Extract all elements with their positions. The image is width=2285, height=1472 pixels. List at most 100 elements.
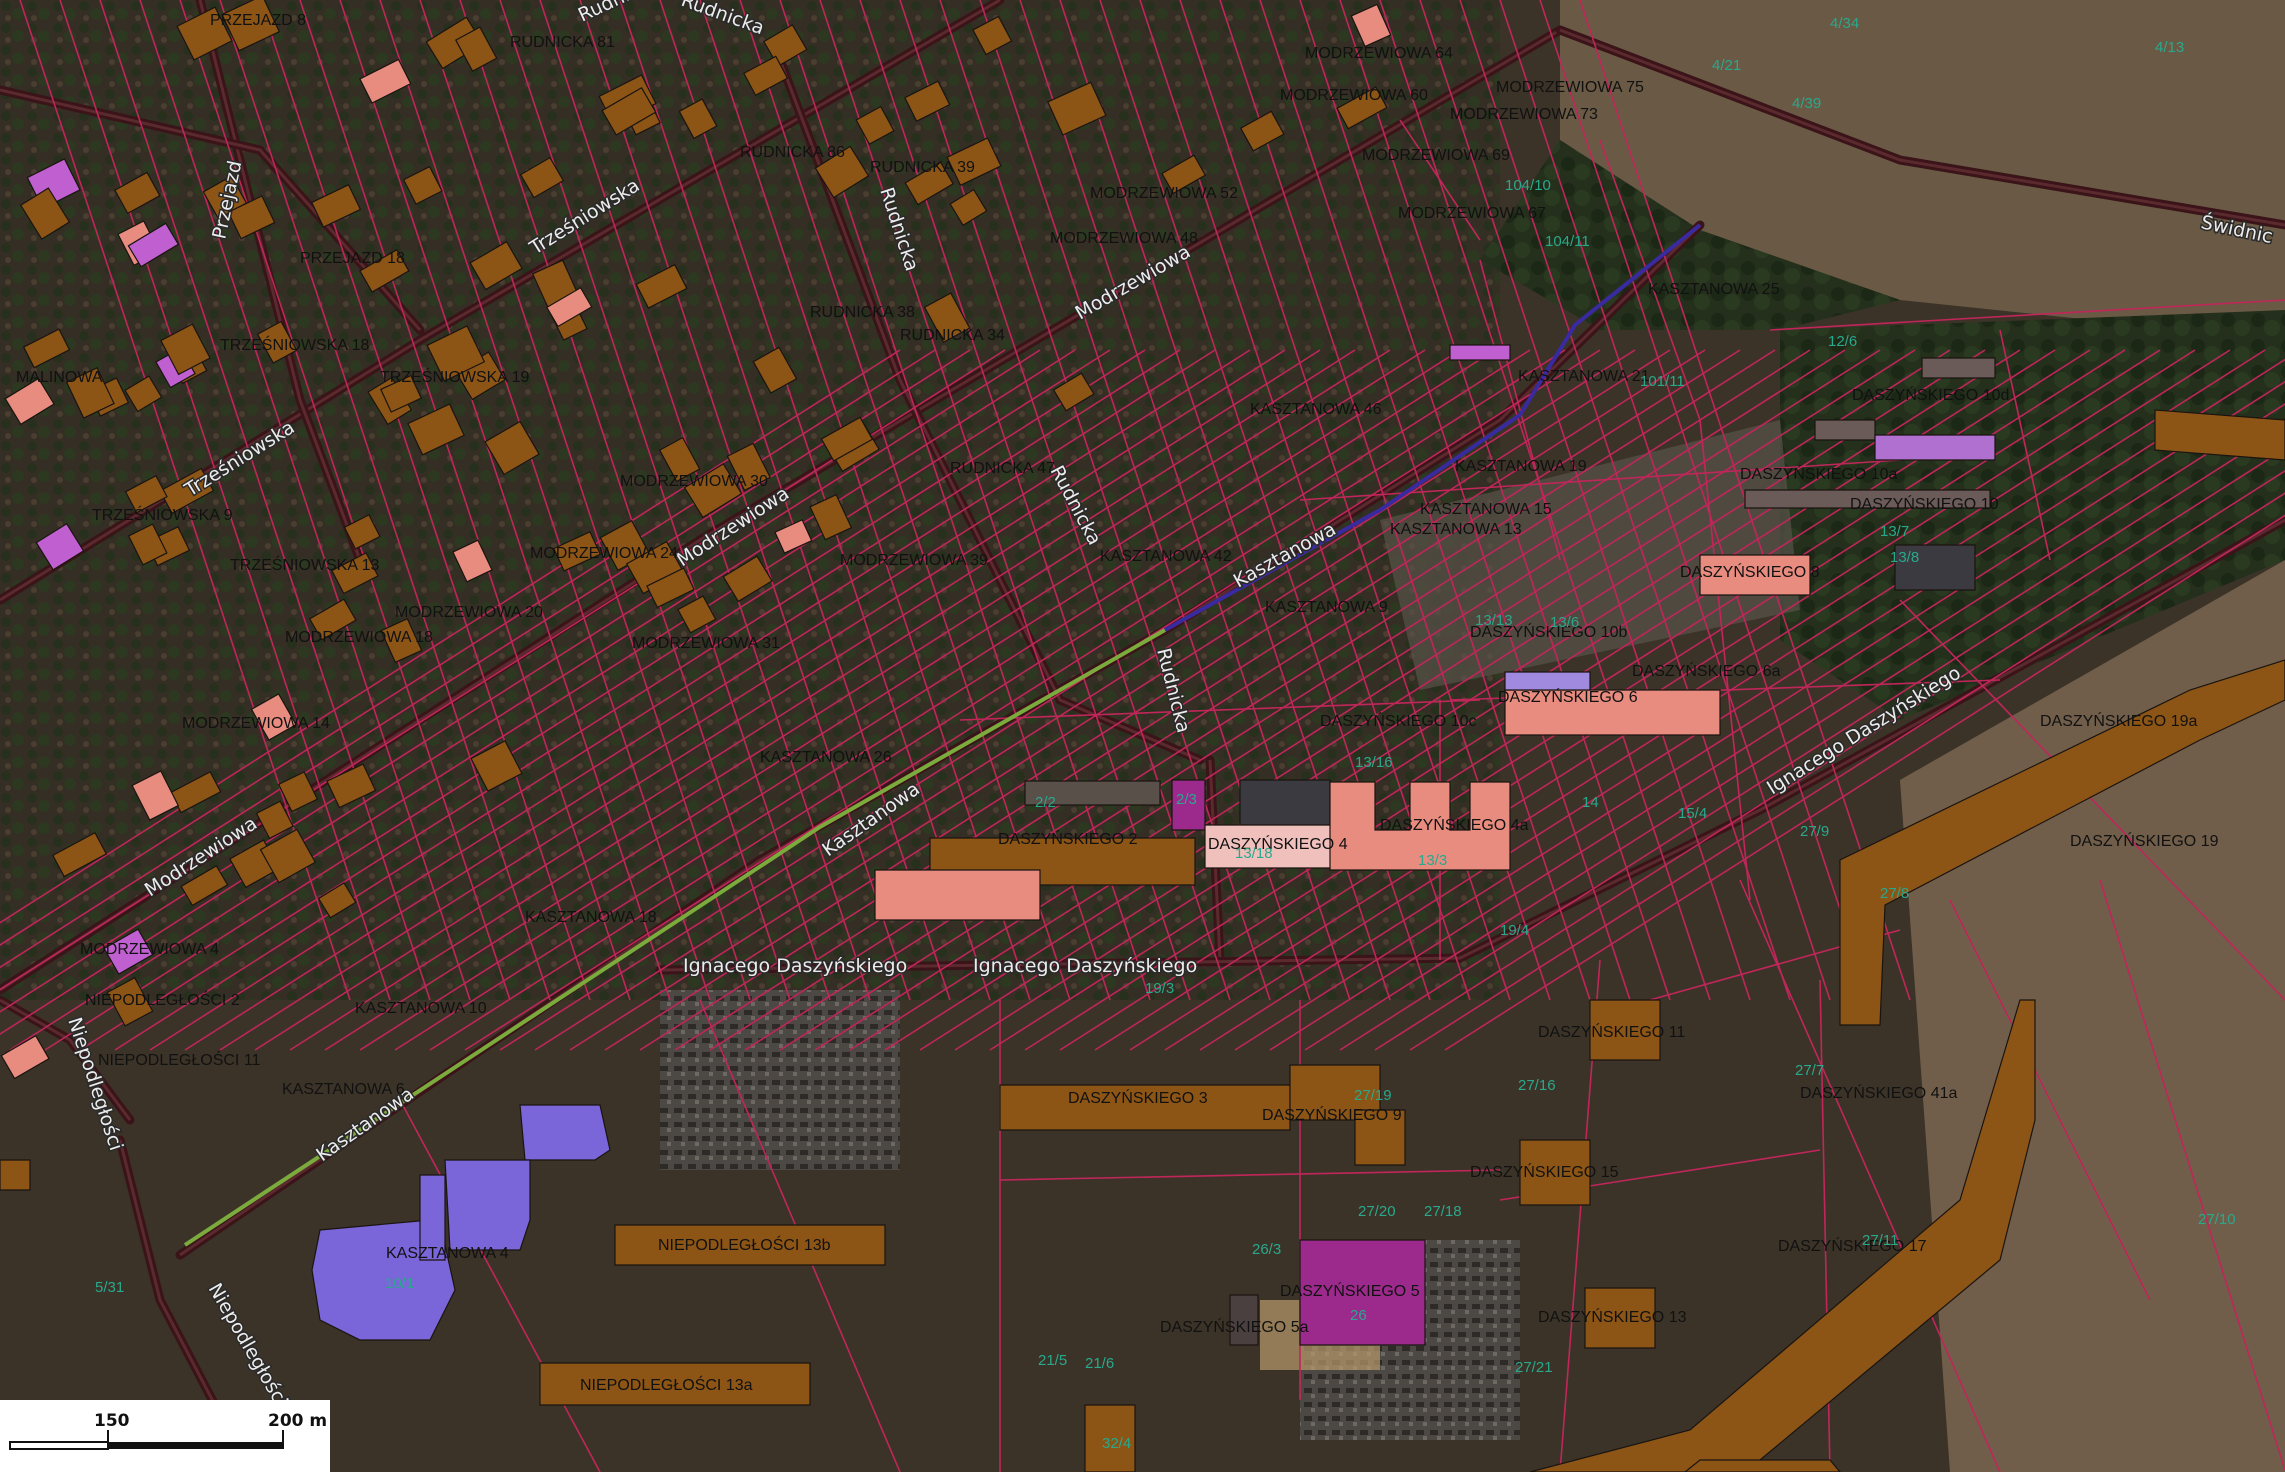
- parcel-label: 4/13: [2155, 39, 2184, 56]
- address-label: DASZYŃSKIEGO 4a: [1380, 815, 1529, 834]
- address-label: TRZEŚNIOWSKA 13: [230, 555, 379, 574]
- parcel-line: [1949, 899, 2151, 1301]
- house: [646, 567, 695, 609]
- parcel-label: 27/11: [1862, 1232, 1898, 1249]
- address-label: MODRZEWIOWA 18: [285, 629, 433, 646]
- parcel-label: 2/3: [1176, 791, 1197, 808]
- road-centerline: [659, 518, 2285, 972]
- parcel-line: [339, 0, 671, 1001]
- address-label: MODRZEWIOWA 31: [632, 635, 780, 652]
- house: [743, 55, 789, 97]
- house: [407, 403, 465, 456]
- parcel-label: 26/3: [1252, 1241, 1281, 1258]
- parcel-line: [849, 349, 1951, 1051]
- parcel-line: [1899, 599, 2285, 1001]
- address-label: MODRZEWIOWA 75: [1496, 79, 1644, 96]
- address-label: TRZEŚNIOWSKA 9: [92, 505, 233, 524]
- address-label: DASZYŃSKIEGO 8: [1680, 562, 1820, 581]
- parcel-line: [394, 349, 1496, 1051]
- address-label: KASZTANOWA 25: [1648, 281, 1780, 298]
- address-label: RUDNICKA 39: [870, 159, 975, 176]
- building-dark-2: [1894, 544, 1976, 591]
- street-label: Ignacego Daszyńskiego: [973, 955, 1197, 977]
- highlighted-routes: [183, 223, 1702, 1247]
- parcel-line: [254, 349, 1356, 1051]
- house: [106, 976, 154, 1027]
- building-south: [1084, 1404, 1136, 1472]
- address-label: DASZYŃSKIEGO 2: [998, 829, 1138, 848]
- house: [635, 263, 688, 309]
- address-label: KASZTANOWA 19: [1455, 458, 1587, 475]
- address-label: DASZYŃSKIEGO 10b: [1470, 622, 1627, 641]
- house: [65, 367, 115, 419]
- house: [678, 98, 718, 140]
- house: [256, 320, 298, 364]
- parcel-line: [859, 0, 1191, 1001]
- parcel-label: 21/5: [1038, 1352, 1067, 1369]
- parcel-label: 13/16: [1355, 754, 1393, 771]
- house: [402, 165, 443, 205]
- parcel-label: 13/8: [1890, 549, 1919, 566]
- address-label: DASZYŃSKIEGO 15: [1470, 1162, 1619, 1181]
- address-label: PRZEJAZD 8: [210, 12, 306, 29]
- house: [855, 105, 895, 145]
- building-small: [1449, 344, 1511, 361]
- parcel-line: [1499, 0, 1831, 1001]
- parcel-label: 27/8: [1880, 885, 1909, 902]
- parcel-line: [0, 349, 1041, 1013]
- house: [923, 292, 971, 344]
- parcel-line: [1299, 459, 1901, 501]
- address-label: KASZTANOWA 15: [1420, 501, 1552, 518]
- parcel-label: 27/19: [1354, 1087, 1392, 1104]
- house: [552, 531, 602, 572]
- address-label: DASZYŃSKIEGO 9: [1262, 1105, 1402, 1124]
- scale-bar-segment: [9, 1441, 109, 1450]
- house: [452, 539, 493, 583]
- building-west: [0, 1159, 31, 1191]
- address-label: KASZTANOWA 6: [282, 1081, 405, 1098]
- house: [131, 770, 180, 821]
- address-label: RUDNICKA 34: [900, 327, 1005, 344]
- address-label: PRZEJAZD 18: [300, 250, 405, 267]
- open-field-northeast: [1560, 0, 2285, 340]
- parcel-line: [819, 0, 1151, 1001]
- parcel-line: [99, 0, 431, 1001]
- house: [904, 161, 955, 206]
- route-blue: [1164, 223, 1702, 632]
- parcel-line: [1379, 0, 1711, 1001]
- address-label: DASZYŃSKIEGO 10c: [1320, 711, 1477, 730]
- house: [454, 26, 498, 73]
- parcel-label: 27/20: [1358, 1203, 1396, 1220]
- house: [0, 1034, 50, 1080]
- parcel-label: 10/1: [385, 1275, 414, 1292]
- address-label: MODRZEWIOWA 24: [530, 545, 678, 562]
- house: [159, 467, 215, 515]
- scale-bar-box: [0, 1400, 330, 1472]
- parcel-line: [1479, 259, 1561, 561]
- house: [722, 555, 773, 603]
- house: [1052, 372, 1095, 412]
- address-label: KASZTANOWA 10: [355, 1000, 487, 1017]
- parcel-label: 13/3: [1418, 852, 1447, 869]
- address-label: DASZYŃSKIEGO 6: [1498, 687, 1638, 706]
- house: [127, 222, 180, 268]
- address-label: KASZTANOWA 9: [1265, 599, 1388, 616]
- building-daszynskiego-3: [999, 1084, 1291, 1131]
- parcel-line: [1999, 329, 2051, 561]
- house: [359, 248, 410, 293]
- address-label: MODRZEWIOWA 48: [1050, 230, 1198, 247]
- parcel-label: 21/6: [1085, 1355, 1114, 1372]
- address-label: MODRZEWIOWA 60: [1280, 87, 1428, 104]
- house: [426, 325, 486, 382]
- parcel-line: [674, 349, 1776, 1051]
- parcel-line: [1539, 0, 1871, 1001]
- parcel-line: [459, 0, 791, 1001]
- building-daszynskiego-10a: [1744, 489, 1991, 509]
- house: [519, 156, 565, 199]
- house: [19, 187, 71, 241]
- house: [22, 328, 71, 369]
- building-dark: [1239, 779, 1331, 831]
